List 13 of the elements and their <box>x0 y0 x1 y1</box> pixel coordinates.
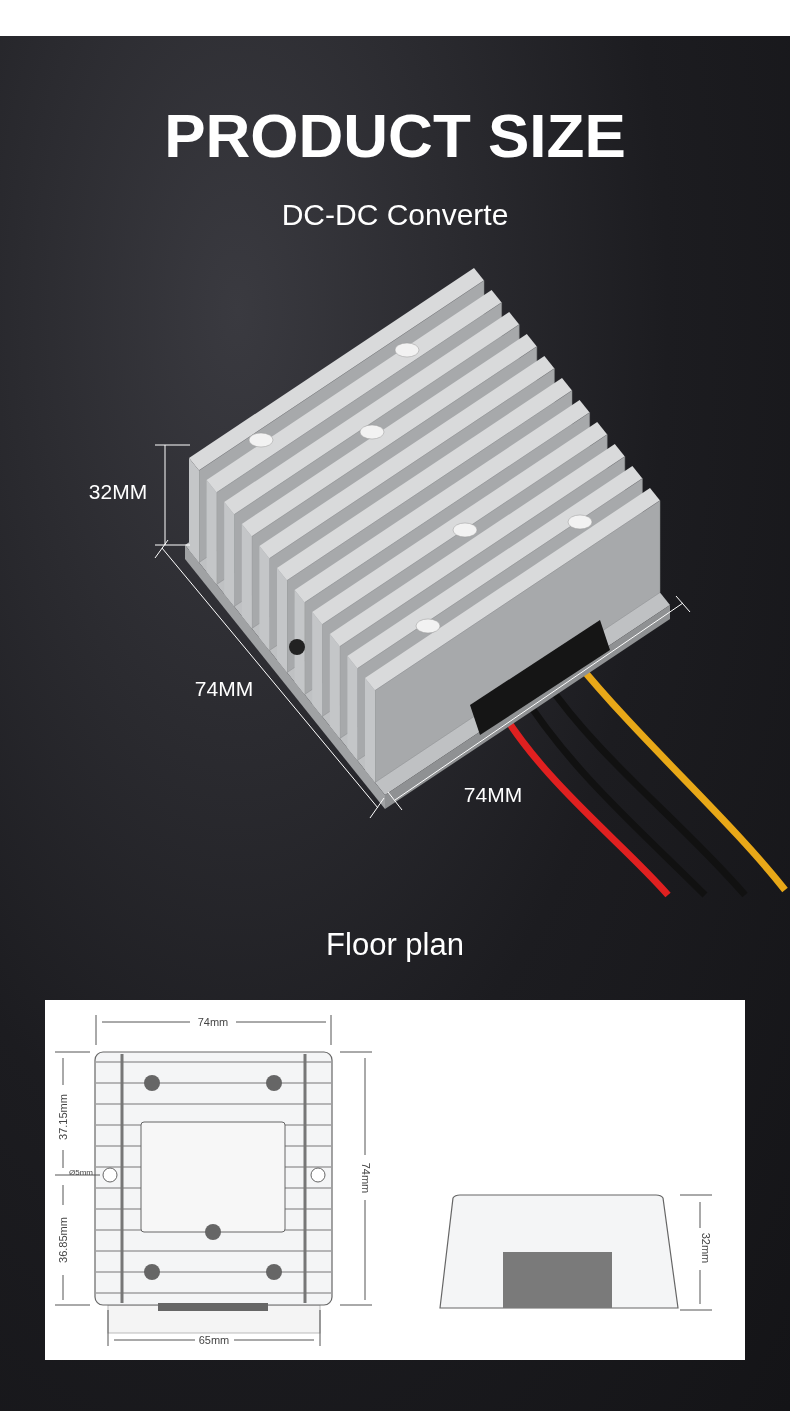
section-heading: Floor plan <box>326 928 464 960</box>
dimension-label: 74MM <box>463 783 523 805</box>
dimension-label: 36.85mm <box>57 1217 69 1263</box>
dimension-label: 32mm <box>699 1232 711 1264</box>
dimension-label: 37.15mm <box>57 1094 69 1140</box>
dimension-label: 74MM <box>194 677 254 699</box>
title: PRODUCT SIZE <box>163 105 627 167</box>
subtitle: DC-DC Converte <box>281 200 509 230</box>
dimension-label: 74mm <box>197 1016 229 1028</box>
dimension-label: Ø5mm <box>69 1169 93 1177</box>
dimension-label: 32MM <box>88 480 148 502</box>
dimension-label: 65mm <box>198 1334 230 1346</box>
dimension-label: 74mm <box>359 1162 371 1194</box>
